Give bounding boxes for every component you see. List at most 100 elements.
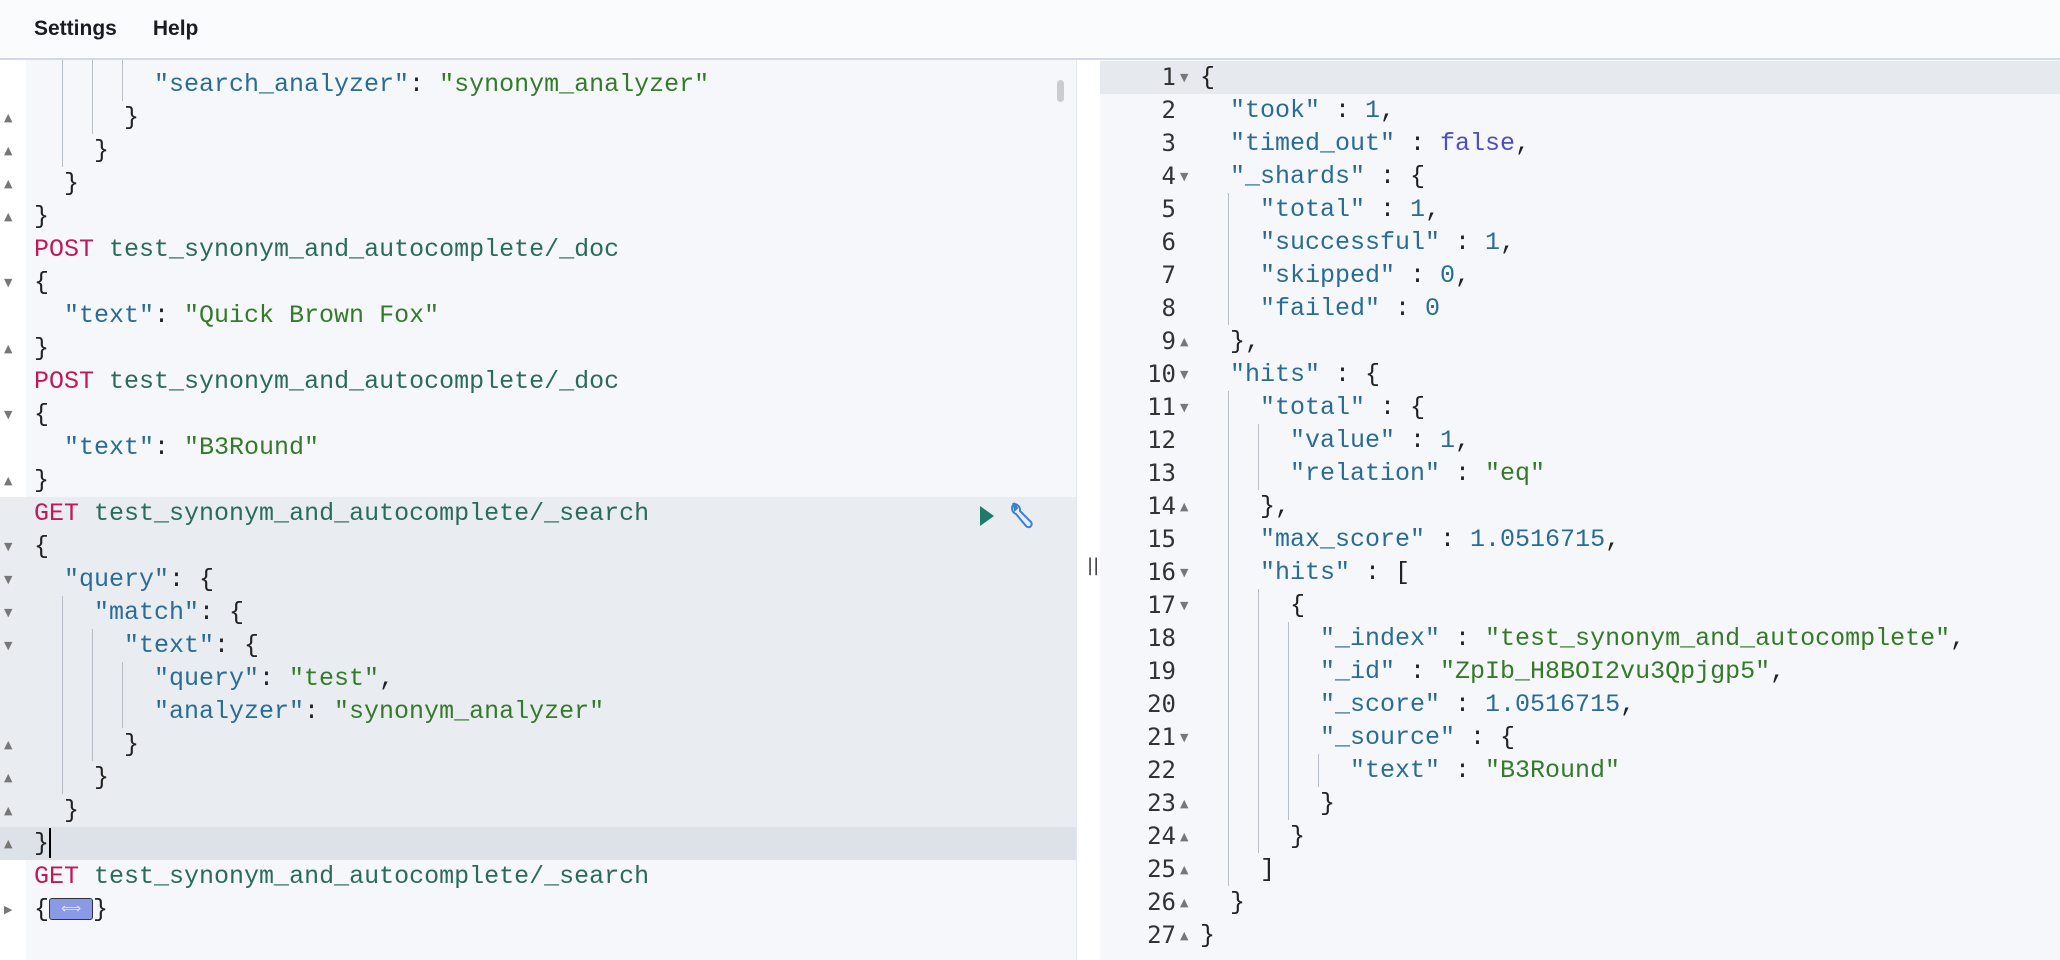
code-text: { — [34, 266, 49, 299]
fold-up-icon[interactable]: ▲ — [4, 738, 13, 751]
code-text: "_shards" : { — [1230, 160, 1425, 193]
token: "query" — [64, 565, 170, 594]
fold-down-icon[interactable]: ▼ — [1180, 566, 1189, 579]
code-line: ▲} — [0, 794, 1076, 827]
fold-up-icon[interactable]: ▲ — [1180, 830, 1189, 843]
fold-up-icon[interactable]: ▲ — [1180, 929, 1189, 942]
code-line: ▼{ — [0, 266, 1076, 299]
code-text: "_score" : 1.0516715, — [1320, 688, 1635, 721]
fold-down-icon[interactable]: ▼ — [1180, 599, 1189, 612]
indent-guide — [62, 695, 63, 728]
code-text: "text": "B3Round" — [64, 431, 319, 464]
token: , — [1515, 129, 1531, 158]
fold-down-icon[interactable]: ▼ — [1180, 731, 1189, 744]
token — [79, 499, 94, 528]
fold-up-icon[interactable]: ▲ — [1180, 335, 1189, 348]
code-text: "_source" : { — [1320, 721, 1515, 754]
token: "B3Round" — [184, 433, 320, 462]
fold-up-icon[interactable]: ▲ — [4, 111, 13, 124]
code-text: "text" : "B3Round" — [1350, 754, 1620, 787]
fold-down-icon[interactable]: ▼ — [4, 573, 13, 586]
code-text: "max_score" : 1.0516715, — [1260, 523, 1620, 556]
token: "failed" — [1260, 294, 1381, 323]
fold-up-icon[interactable]: ▲ — [4, 342, 13, 355]
fold-down-icon[interactable]: ▼ — [4, 408, 13, 421]
token: , — [379, 664, 395, 693]
fold-up-icon[interactable]: ▲ — [1180, 896, 1189, 909]
code-text: } — [34, 464, 49, 497]
fold-up-icon[interactable]: ▲ — [4, 210, 13, 223]
token: } — [94, 136, 110, 165]
token: { — [1290, 591, 1306, 620]
wrench-icon[interactable] — [1008, 501, 1036, 541]
fold-up-icon[interactable]: ▲ — [4, 144, 13, 157]
token: } — [34, 829, 50, 858]
pane-resizer[interactable]: || — [1076, 60, 1100, 960]
fold-down-icon[interactable]: ▼ — [4, 276, 13, 289]
indent-guide — [92, 101, 93, 134]
fold-down-icon[interactable]: ▼ — [1180, 368, 1189, 381]
code-text: } — [1200, 919, 1215, 952]
collapsed-body-badge[interactable]: ⟺ — [49, 898, 94, 921]
token: "text" — [124, 631, 215, 660]
indent-guide — [1228, 424, 1229, 457]
request-editor[interactable]: "search_analyzer": "synonym_analyzer"▲}▲… — [0, 60, 1076, 960]
fold-up-icon[interactable]: ▲ — [4, 474, 13, 487]
token: "_source" — [1320, 723, 1456, 752]
code-text: "skipped" : 0, — [1260, 259, 1470, 292]
fold-down-icon[interactable]: ▼ — [1180, 401, 1189, 414]
token: : { — [169, 565, 215, 594]
code-text: "search_analyzer": "synonym_analyzer" — [154, 68, 709, 101]
line-number: 17 — [1147, 591, 1176, 619]
token: } — [34, 334, 50, 363]
code-text: {⟺} — [34, 893, 108, 926]
fold-up-icon[interactable]: ▲ — [4, 771, 13, 784]
response-viewer: ▼1{2"took" : 1,3"timed_out" : false,▼4"_… — [1100, 60, 2060, 960]
fold-right-icon[interactable]: ▶ — [4, 903, 13, 916]
fold-up-icon[interactable]: ▲ — [1180, 500, 1189, 513]
token: : { — [199, 598, 245, 627]
indent-guide — [1228, 523, 1229, 556]
code-text: "text": "Quick Brown Fox" — [64, 299, 439, 332]
token: "query" — [154, 664, 260, 693]
code-line: ▶ {⟺} — [0, 893, 1076, 926]
fold-down-icon[interactable]: ▼ — [4, 540, 13, 553]
indent-guide — [1228, 721, 1229, 754]
editor-scrollbar[interactable] — [1057, 80, 1064, 102]
code-line: 18"_index" : "test_synonym_and_autocompl… — [1100, 622, 2060, 655]
fold-up-icon[interactable]: ▲ — [4, 804, 13, 817]
help-menu[interactable]: Help — [152, 17, 199, 40]
token: : — [304, 697, 335, 726]
indent-guide — [1288, 787, 1289, 820]
resize-grip-icon[interactable]: || — [1087, 555, 1100, 576]
fold-down-icon[interactable]: ▼ — [4, 606, 13, 619]
code-text: "match": { — [94, 596, 244, 629]
code-text: } — [64, 794, 79, 827]
code-text: } — [94, 134, 109, 167]
fold-down-icon[interactable]: ▼ — [4, 639, 13, 652]
code-line: ▼"text": { — [0, 629, 1076, 662]
indent-guide — [62, 68, 63, 101]
token: 0 — [1425, 294, 1441, 323]
play-icon[interactable] — [978, 504, 996, 538]
fold-up-icon[interactable]: ▲ — [4, 177, 13, 190]
code-line: ▼ 17 { — [1100, 589, 2060, 622]
fold-up-icon[interactable]: ▲ — [4, 837, 13, 850]
fold-down-icon[interactable]: ▼ — [1180, 170, 1189, 183]
fold-up-icon[interactable]: ▲ — [1180, 797, 1189, 810]
code-line: ▲26} — [1100, 886, 2060, 919]
token: : { — [1365, 162, 1426, 191]
code-line: 5"total" : 1, — [1100, 193, 2060, 226]
token: } — [1230, 888, 1246, 917]
settings-menu[interactable]: Settings — [34, 17, 117, 40]
code-text: "query": "test", — [154, 662, 394, 695]
token — [94, 235, 109, 264]
token: : [ — [1350, 558, 1411, 587]
line-number: 18 — [1147, 624, 1176, 652]
fold-down-icon[interactable]: ▼ — [1180, 71, 1189, 84]
indent-guide — [1288, 622, 1289, 655]
response-gutter — [1100, 60, 1196, 960]
line-number: 24 — [1147, 822, 1176, 850]
code-line: 20"_score" : 1.0516715, — [1100, 688, 2060, 721]
fold-up-icon[interactable]: ▲ — [1180, 863, 1189, 876]
